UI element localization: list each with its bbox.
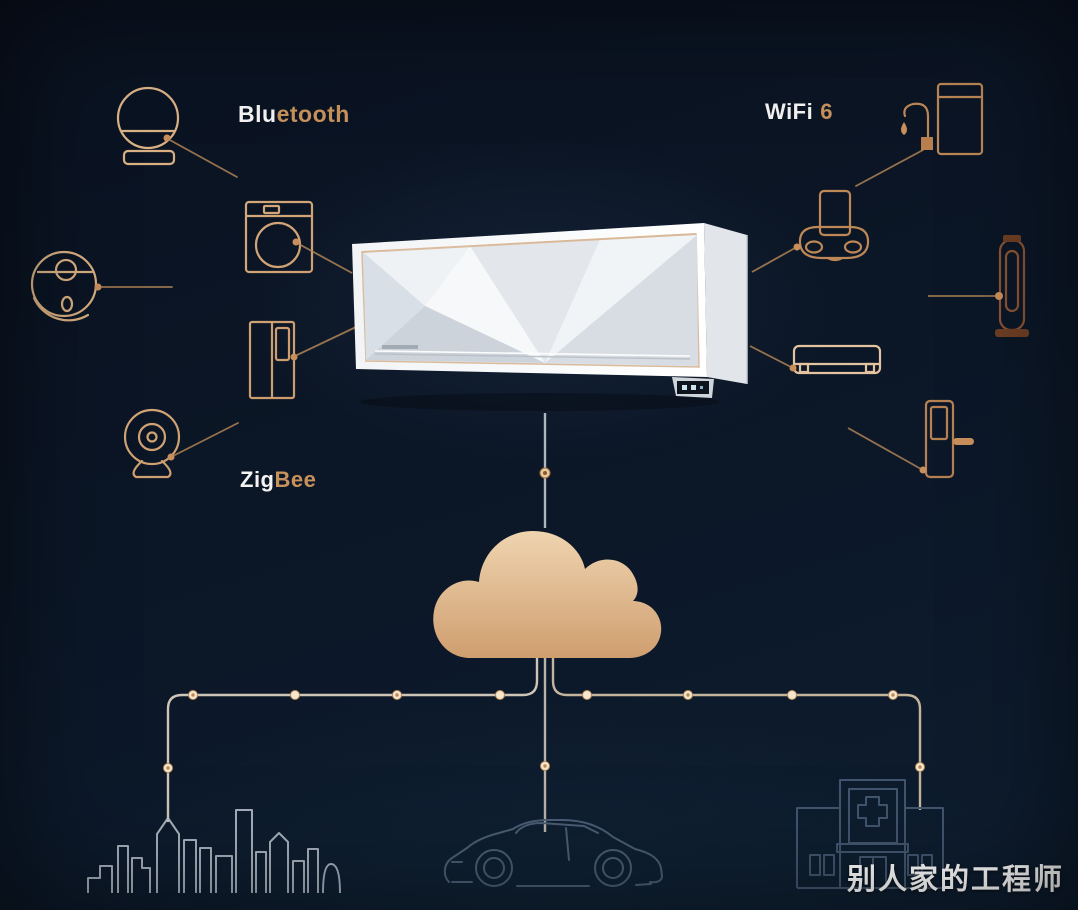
watermark-text: 别人家的工程师 [846, 864, 1064, 896]
network-lines [166, 413, 922, 832]
washing-machine-icon [244, 200, 353, 274]
hospital-icon [796, 779, 944, 889]
zigbee-label: ZigBee [240, 467, 316, 493]
wifi-label-primary: WiFi [765, 99, 814, 124]
network-dots [163, 467, 925, 773]
city-skyline-icon [87, 809, 341, 894]
bluetooth-label-accent: etooth [276, 101, 350, 127]
zigbee-label-accent: Bee [274, 467, 317, 492]
smart-speaker-icon [116, 86, 238, 178]
tower-fan-icon [928, 235, 1029, 337]
bluetooth-label-primary: Blu [238, 101, 277, 127]
router-icon [751, 189, 870, 273]
air-conditioner [352, 223, 748, 411]
wifi-label-accent: 6 [820, 99, 833, 124]
wall-ac-icon [749, 344, 882, 375]
cloud-icon [433, 531, 662, 658]
bluetooth-label: Bluetooth [238, 101, 350, 128]
zigbee-label-primary: Zig [240, 467, 275, 492]
door-lock-icon [847, 399, 974, 479]
security-camera-icon [123, 408, 239, 479]
refrigerator-icon [248, 320, 357, 400]
water-purifier-icon [855, 82, 984, 187]
robot-vacuum-icon [30, 250, 173, 322]
car-icon [443, 819, 663, 887]
